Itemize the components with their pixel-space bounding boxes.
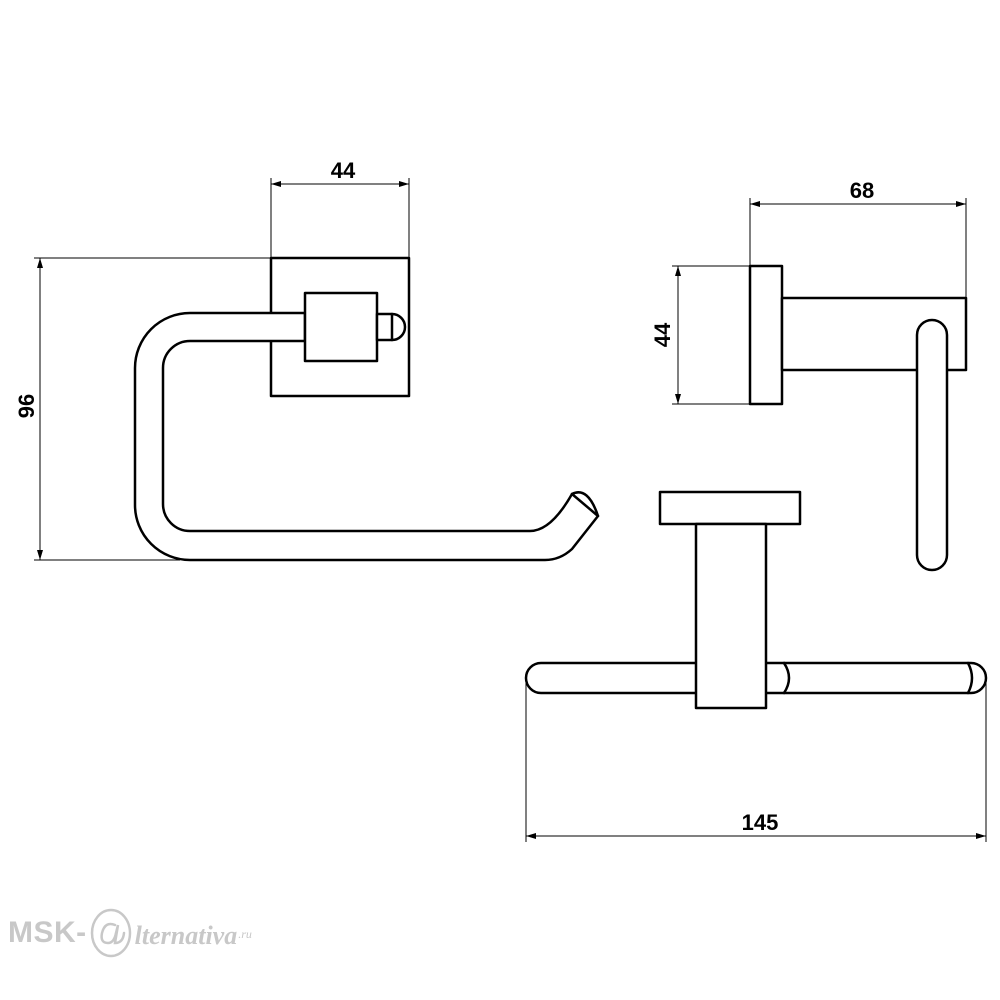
top-view: 145: [524, 490, 988, 842]
side-hanging-bar: [915, 318, 949, 572]
side-depth-arrow-right: [956, 201, 966, 207]
side-depth-label: 68: [850, 178, 874, 203]
top-length-arrow-left: [526, 833, 536, 839]
front-arm-tip: [570, 491, 600, 518]
watermark-prefix: MSK-: [8, 916, 87, 949]
front-width-label: 44: [331, 158, 356, 183]
side-height-arrow-top: [675, 266, 681, 276]
watermark: MSK- lternativa .ru: [8, 898, 252, 968]
front-height-arrow-bottom: [37, 550, 43, 560]
front-holder-arm: [133, 311, 600, 562]
front-hub: [303, 291, 379, 363]
at-sign-icon: [89, 903, 133, 964]
side-wall-plate: [748, 264, 784, 406]
side-height-arrow-bottom: [675, 394, 681, 404]
front-height-arrow-top: [37, 258, 43, 268]
side-view: 68 44: [650, 178, 968, 572]
front-width-arrow-left: [271, 181, 281, 187]
front-height-label: 96: [14, 394, 39, 418]
side-height-label: 44: [650, 322, 675, 347]
front-width-arrow-right: [399, 181, 409, 187]
top-length-label: 145: [742, 810, 779, 835]
top-bar-joint: [782, 661, 791, 695]
top-arm-body: [694, 522, 768, 710]
side-depth-arrow-left: [750, 201, 760, 207]
watermark-suffix: lternativa: [134, 921, 238, 950]
top-wall-plate: [658, 490, 802, 526]
top-bar-end: [966, 661, 974, 695]
front-view: 44 96: [14, 158, 600, 562]
top-length-arrow-right: [976, 833, 986, 839]
watermark-domain: .ru: [238, 926, 252, 941]
